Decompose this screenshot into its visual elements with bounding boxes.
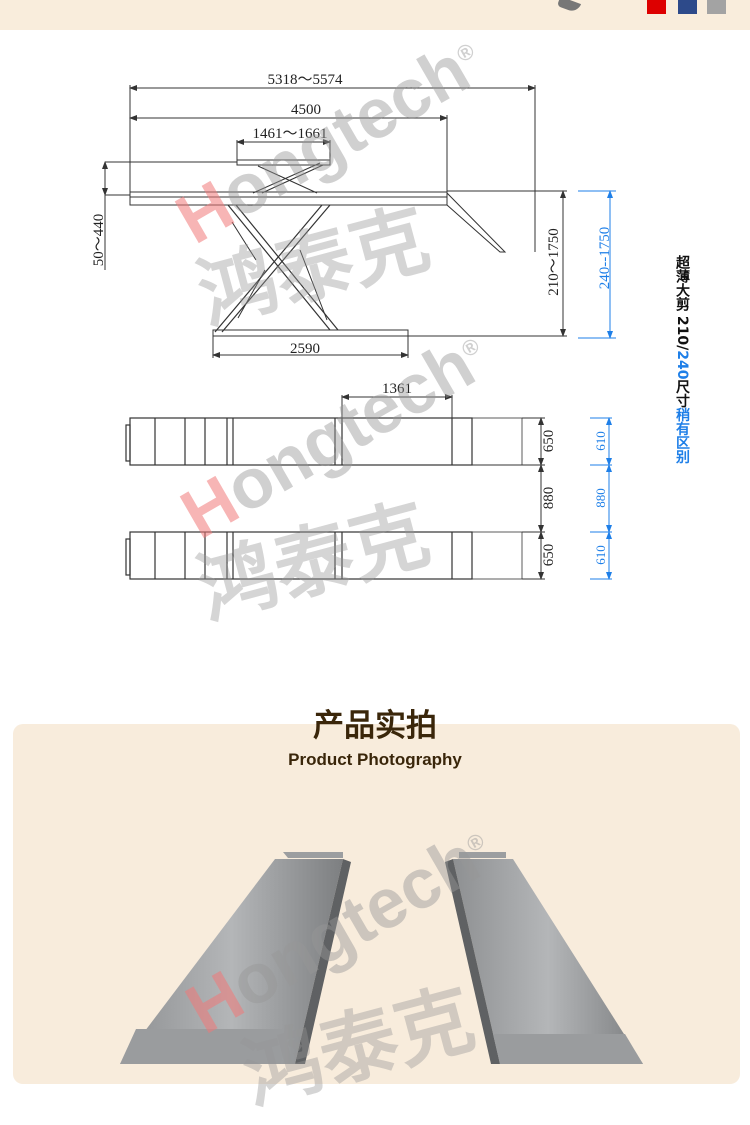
dim-rail-width-1: 650 xyxy=(541,430,557,453)
dim-base-length: 2590 xyxy=(290,341,320,357)
dim-lift-height-alt: 240--1750 xyxy=(597,227,613,290)
side-view xyxy=(102,85,616,358)
note-text-3: 尺寸 xyxy=(674,379,690,408)
note-text-1: 超薄大剪 210/ xyxy=(674,255,690,351)
product-photo xyxy=(120,852,643,1064)
product-photo-card xyxy=(13,724,740,1084)
dim-rail-width-alt-2: 610 xyxy=(593,545,608,565)
color-swatch-gray[interactable] xyxy=(707,0,726,14)
dim-section-length: 1361 xyxy=(382,381,412,397)
size-note: 超薄大剪 210/240尺寸稍有区别 xyxy=(672,255,692,463)
section-subtitle: Product Photography xyxy=(288,750,462,769)
color-swatch-blue[interactable] xyxy=(678,0,697,14)
top-banner xyxy=(0,0,750,30)
section-title: 产品实拍 xyxy=(313,708,437,744)
note-text-4: 稍有区别 xyxy=(674,407,690,464)
note-text-2: 240 xyxy=(674,350,690,380)
dim-lift-height: 210～1750 xyxy=(546,228,562,296)
dim-rail-gap-alt: 880 xyxy=(593,488,608,508)
dim-overall-length: 5318～5574 xyxy=(267,72,343,88)
dim-rail-gap: 880 xyxy=(541,487,557,510)
dim-rail-width-2: 650 xyxy=(541,544,557,567)
dim-top-platform-length: 1461～1661 xyxy=(252,126,327,142)
dim-top-platform-height: 50～440 xyxy=(91,214,107,267)
top-view xyxy=(125,394,612,580)
dimension-drawing: 5318～5574 4500 1461～1661 2590 50～440 210… xyxy=(91,72,616,580)
dim-rail-width-alt-1: 610 xyxy=(593,431,608,451)
dim-platform-length: 4500 xyxy=(291,102,321,118)
color-swatch-red[interactable] xyxy=(647,0,666,14)
